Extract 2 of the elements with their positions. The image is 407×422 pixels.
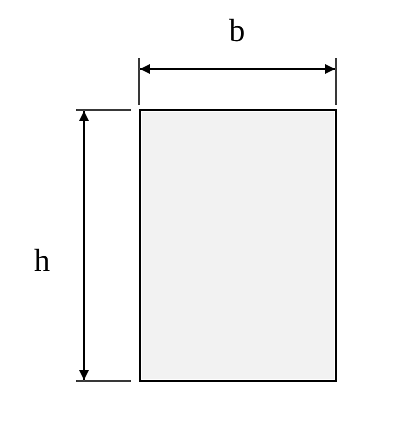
dimension-label: h [34,244,50,276]
dimension-label: b [229,14,245,46]
